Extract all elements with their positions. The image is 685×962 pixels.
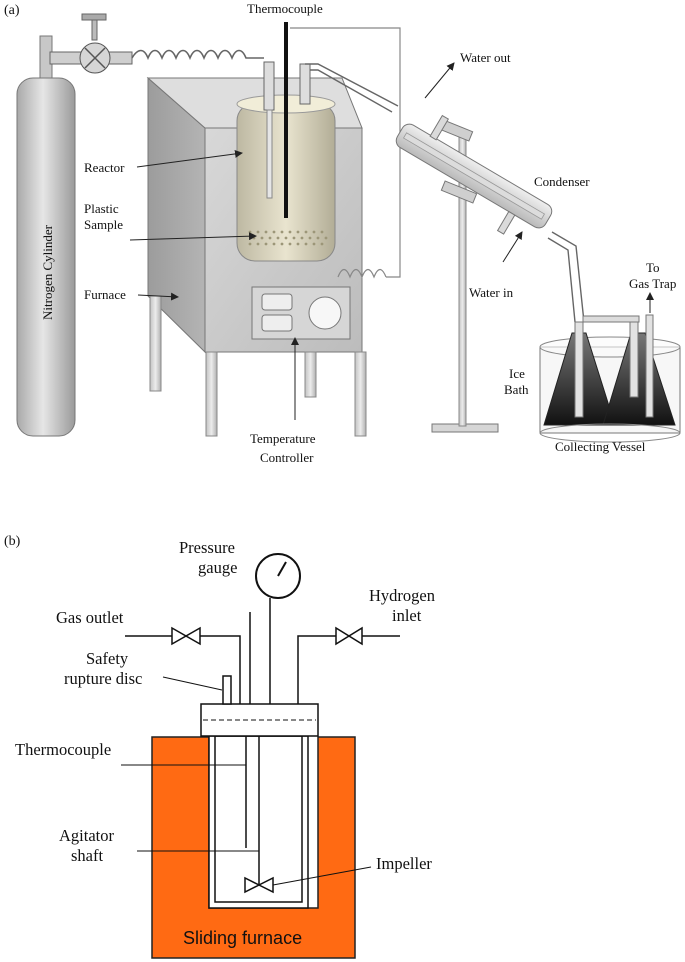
condenser — [395, 114, 553, 235]
plastic-sample-label-2: Sample — [84, 217, 123, 232]
pressure-gauge-label-2: gauge — [198, 558, 237, 577]
panel-b-label: (b) — [4, 534, 21, 549]
water-in-label: Water in — [469, 285, 514, 300]
water-out-arrow — [424, 62, 455, 99]
sliding-furnace-label: Sliding furnace — [183, 928, 302, 948]
temperature-controller — [251, 286, 351, 340]
nitrogen-cylinder — [16, 35, 76, 437]
to-gas-trap-label-2: Gas Trap — [629, 276, 676, 291]
safety-disc-label-1: Safety — [86, 649, 129, 668]
panel-a-label: (a) — [4, 3, 20, 18]
temp-controller-label-2: Controller — [260, 450, 314, 465]
temp-controller-label-1: Temperature — [250, 431, 316, 446]
vapor-line — [305, 63, 399, 113]
impeller — [244, 876, 274, 894]
plastic-sample-label-1: Plastic — [84, 201, 119, 216]
collecting-vessel-label: Collecting Vessel — [555, 439, 646, 454]
condenser-label: Condenser — [534, 174, 590, 189]
gas-outlet-valve[interactable] — [171, 626, 201, 646]
furnace-arrow — [137, 292, 179, 301]
pressure-gauge — [255, 553, 301, 704]
thermocouple-label-a: Thermocouple — [247, 1, 323, 16]
thermocouple-label-b: Thermocouple — [15, 740, 111, 759]
safety-disc-label-2: rupture disc — [64, 669, 142, 688]
hydrogen-inlet-label-2: inlet — [392, 606, 422, 625]
hydrogen-inlet-line — [297, 635, 400, 704]
ice-bath-rim — [539, 423, 681, 443]
plastic-sample-arrow — [129, 232, 257, 241]
hydrogen-inlet-label-1: Hydrogen — [369, 586, 435, 605]
retort-stand — [431, 118, 499, 433]
furnace-label: Furnace — [84, 287, 126, 302]
nitrogen-cylinder-label: Nitrogen Cylinder — [40, 224, 55, 320]
collecting-flasks — [543, 314, 676, 426]
leader-lines-b — [121, 676, 372, 886]
to-gas-trap-label-1: To — [646, 260, 660, 275]
reactor-outlet-port — [299, 63, 311, 105]
hydrogen-inlet-valve[interactable] — [335, 626, 363, 646]
gas-outlet-line — [125, 612, 251, 704]
reactor-lid — [200, 703, 319, 737]
agitator-shaft-label-2: shaft — [71, 846, 103, 865]
ice-bath-label-1: Ice — [509, 366, 525, 381]
water-in-arrow — [502, 231, 523, 263]
reactor-label: Reactor — [84, 160, 125, 175]
reactor-arrow — [136, 149, 243, 168]
gas-coil-tubing — [131, 49, 264, 61]
safety-rupture-disc — [222, 675, 232, 705]
impeller-label: Impeller — [376, 854, 432, 873]
pressure-gauge-label-1: Pressure — [179, 538, 235, 557]
plastic-sample-particles — [248, 230, 328, 246]
agitator-shaft-label-1: Agitator — [59, 826, 114, 845]
gas-outlet-label: Gas outlet — [56, 608, 124, 627]
condenser-outlet-tube — [547, 231, 585, 323]
ice-bath-label-2: Bath — [504, 382, 529, 397]
water-out-label: Water out — [460, 50, 511, 65]
reactor-inlet-port — [263, 61, 275, 199]
gas-regulator-valve — [49, 13, 133, 74]
thermocouple-wire — [290, 27, 401, 279]
